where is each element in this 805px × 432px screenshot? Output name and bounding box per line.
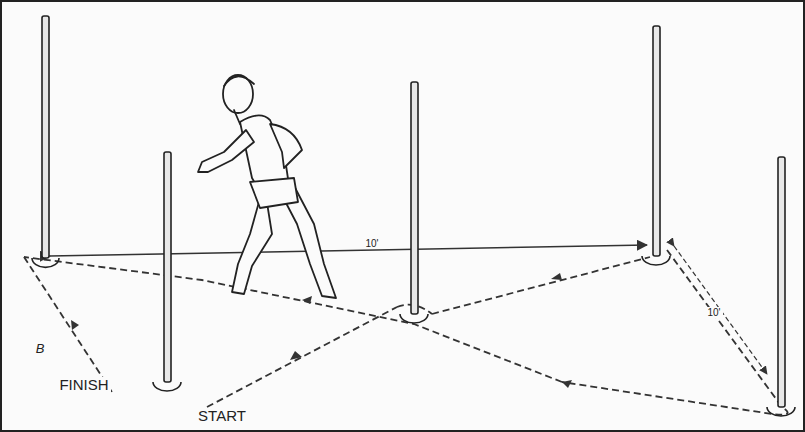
runner-figure [198, 75, 336, 298]
dimension-label: 10' [363, 238, 380, 249]
start-label: START [196, 408, 248, 425]
point-letter: B [34, 342, 47, 356]
finish-label: FINISH [57, 377, 110, 394]
running-path [24, 250, 788, 415]
dimension-line [674, 246, 767, 374]
dimension-label: 10' [705, 307, 722, 318]
dimension-line [50, 245, 647, 256]
poles [32, 16, 795, 416]
